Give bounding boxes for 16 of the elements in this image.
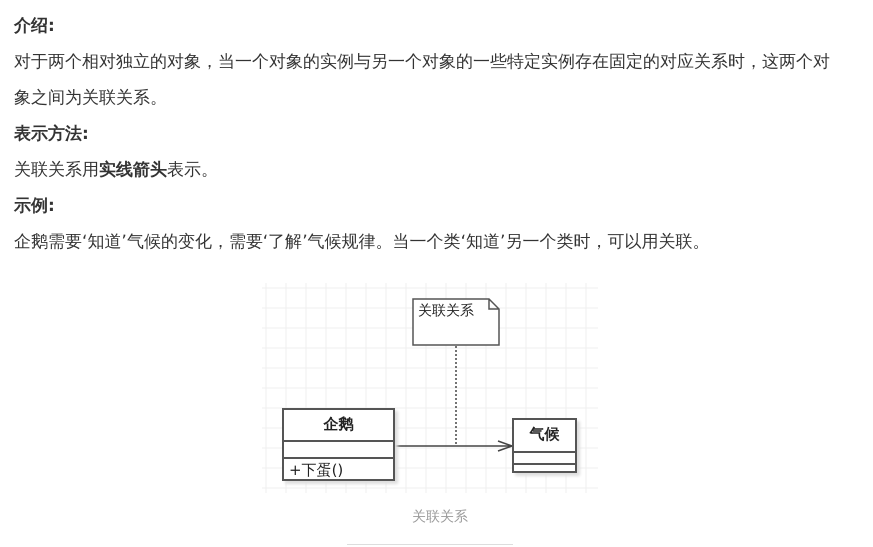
paragraph: 对于两个相对独立的对象，当一个对象的实例与另一个对象的一些特定实例存在固定的对应关系时，这两个对象之间为关联关系。 (14, 51, 831, 110)
figure-caption: 关联关系 (411, 508, 469, 526)
class-name: 企鹅 (324, 414, 354, 435)
section-heading: 表示方法: (14, 123, 90, 146)
class-method: +下蛋() (289, 460, 344, 481)
section-heading: 介绍: (14, 15, 56, 38)
class-box (282, 408, 395, 481)
note-text: 关联关系 (418, 302, 474, 320)
class-name: 气候 (530, 424, 560, 445)
paragraph: 关联关系用实线箭头表示。 (14, 159, 219, 182)
note-box (412, 298, 500, 346)
paragraph: 企鹅需要‘知道’气候的变化，需要‘了解’气候规律。当一个类‘知道’另一个类时，可以用关联。 (14, 231, 710, 254)
leader-line (455, 346, 457, 446)
section-heading: 示例: (14, 195, 56, 218)
association-arrow (395, 440, 513, 452)
class-box (512, 418, 577, 473)
